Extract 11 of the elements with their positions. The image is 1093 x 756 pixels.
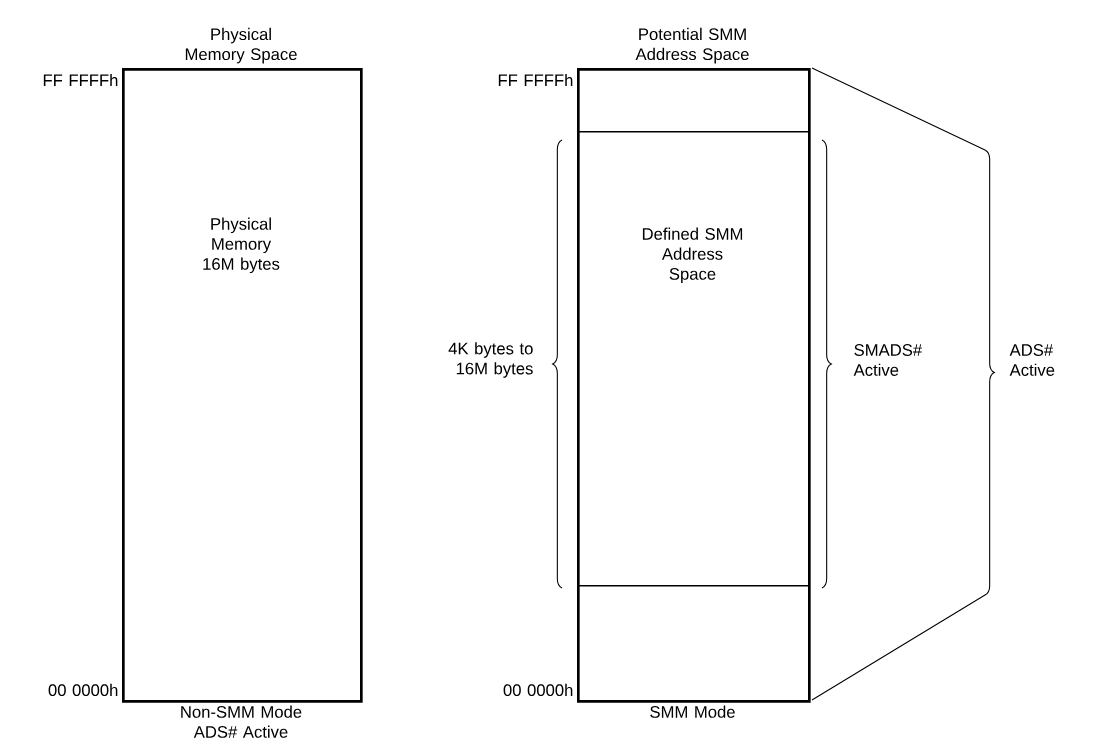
region-caption: Non-SMM Mode ADS# Active: [181, 705, 302, 738]
address-label: 00 0000h: [503, 683, 573, 697]
region-caption: SMM Mode: [650, 705, 735, 718]
region-label: Physical Memory 16M bytes: [203, 217, 280, 274]
region-label: Defined SMM Address Space: [642, 227, 743, 284]
region-heading: Physical Memory Space: [185, 27, 297, 64]
address-label: FF FFFFh: [498, 73, 573, 87]
address-label: ADS# Active: [1009, 344, 1055, 376]
address-label: 4K bytes to 16M bytes: [448, 342, 533, 378]
address-label: SMADS# Active: [853, 344, 923, 376]
region-heading: Potential SMM Address Space: [635, 27, 749, 64]
